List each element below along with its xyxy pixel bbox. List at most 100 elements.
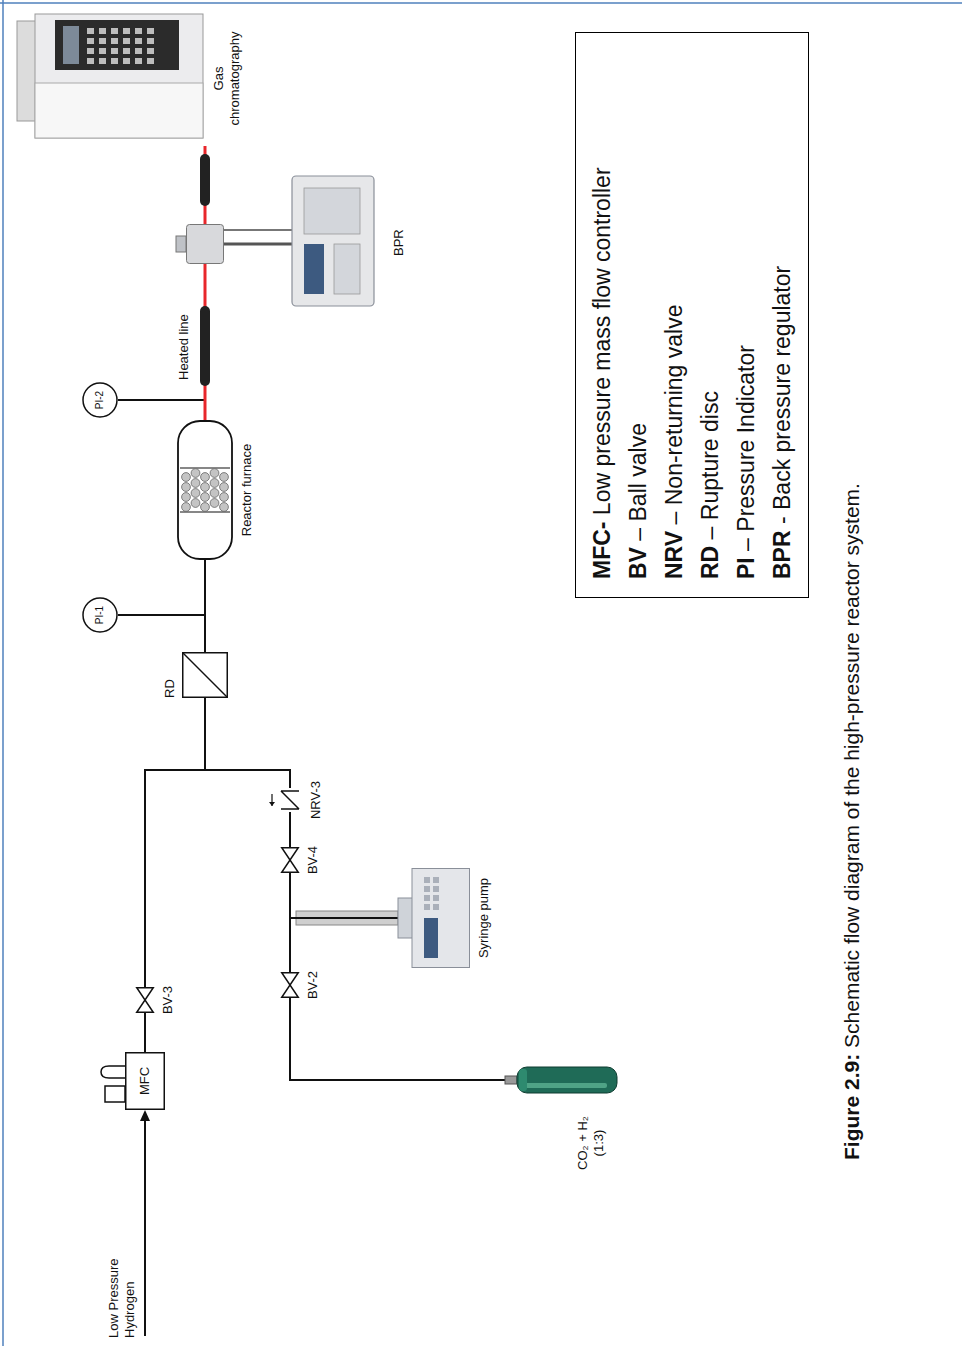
gc-key (99, 38, 106, 44)
legend-entry: MFC- Low pressure mass flow controller (584, 51, 620, 579)
syringe-pump: Syringe pump (398, 868, 470, 968)
text-run: – Pressure Indicator (733, 345, 759, 557)
legend-box: MFC- Low pressure mass flow controllerBV… (575, 32, 809, 598)
ball-valve: BV-4 (281, 847, 299, 873)
pump-button (424, 904, 430, 910)
catalyst-bead (182, 473, 191, 482)
pipe-connector (290, 998, 505, 1080)
mfc-head (105, 1086, 125, 1102)
gc-key (123, 58, 130, 64)
node-shape (398, 868, 470, 968)
pipe-connector (118, 400, 205, 420)
legend-entry: BV – Ball valve (620, 51, 656, 579)
bpr-panel (334, 244, 360, 294)
text-run: – Ball valve (625, 423, 651, 547)
heated-bands (200, 154, 210, 386)
check-valve-symbol (281, 791, 299, 809)
inlet-arrowhead (140, 1110, 150, 1121)
inlet-label: Low Pressure Hydrogen (106, 1220, 137, 1338)
node-shape (281, 972, 299, 998)
gc-screen (63, 26, 79, 64)
bpr-controller (292, 176, 374, 306)
pipe-connector (290, 873, 398, 918)
mfc-tube (101, 1066, 125, 1078)
bpr-knob (176, 236, 186, 252)
gc-body (35, 14, 203, 138)
gc-key (123, 28, 130, 34)
catalyst-bead (210, 469, 219, 478)
node-shape (186, 224, 224, 264)
catalyst-bead (201, 473, 210, 482)
catalyst-bead (201, 493, 210, 502)
bpr-head (187, 225, 224, 264)
cylinder-collar (519, 1069, 527, 1091)
gc-key (147, 48, 154, 54)
catalyst-bead (191, 489, 200, 498)
catalyst-bead (191, 469, 200, 478)
gc-key (123, 38, 130, 44)
inlet-line (144, 1120, 146, 1336)
pump-button (433, 904, 439, 910)
node-label: Syringe pump (476, 878, 492, 958)
mass-flow-controller: MFC (125, 1052, 165, 1110)
node-label: PI-1 (94, 606, 106, 624)
catalyst-bead (210, 499, 219, 508)
gc-key (99, 48, 106, 54)
gc-panel (55, 20, 179, 70)
pressure-indicator: PI-1 (82, 597, 118, 633)
mfc-body (126, 1053, 165, 1110)
node-shape (182, 652, 228, 698)
text-bold: Figure 2.9: (840, 1054, 863, 1160)
text-bold: MFC- (589, 522, 615, 579)
gc-key (147, 38, 154, 44)
pump-button (424, 877, 430, 883)
pipe-connector (289, 812, 291, 847)
gc-oven (35, 83, 203, 138)
text-run: – Non-returning valve (661, 305, 687, 531)
bpr-display (304, 244, 324, 294)
indicator-circle (83, 598, 117, 632)
disc-box (183, 653, 228, 698)
text-run: Schematic flow diagram of the high-press… (840, 483, 863, 1054)
gc-key (135, 28, 142, 34)
valve-symbol (282, 973, 299, 998)
catalyst-bead (182, 483, 191, 492)
bed-support (180, 468, 230, 512)
pump-button (433, 877, 439, 883)
node-label: BPR (391, 229, 407, 256)
catalyst-bead (220, 483, 229, 492)
node-label: BV-2 (305, 971, 321, 999)
gc-key (87, 58, 94, 64)
gc-key (111, 38, 118, 44)
gc-key (87, 48, 94, 54)
pump-body (412, 869, 470, 968)
heated-line-label: Heated line (176, 314, 192, 380)
bpr-cable (224, 229, 292, 231)
gc-key (135, 58, 142, 64)
bpr-cable (224, 243, 292, 246)
catalyst-bead (220, 493, 229, 502)
node-shape (281, 847, 299, 873)
catalyst-bead (210, 479, 219, 488)
text-run: - Back pressure regulator (769, 266, 795, 531)
gc-key (135, 48, 142, 54)
node-label: NRV-3 (308, 781, 324, 819)
text-bold: PI (733, 557, 759, 579)
gc-key (111, 48, 118, 54)
pump-button (424, 886, 430, 892)
check-valve: NRV-3 (278, 788, 302, 812)
text-bold: BPR (769, 530, 795, 579)
page-frame (0, 2, 962, 4)
node-shape (15, 11, 207, 146)
catalyst-bead (182, 503, 191, 512)
reactor-furnace: Reactor furnace (177, 420, 233, 560)
pump-button (433, 895, 439, 901)
catalyst-bead (220, 503, 229, 512)
connector-layer (118, 146, 505, 1080)
node-shape (177, 420, 233, 560)
gc-key (111, 28, 118, 34)
cylinder-body (517, 1067, 617, 1093)
